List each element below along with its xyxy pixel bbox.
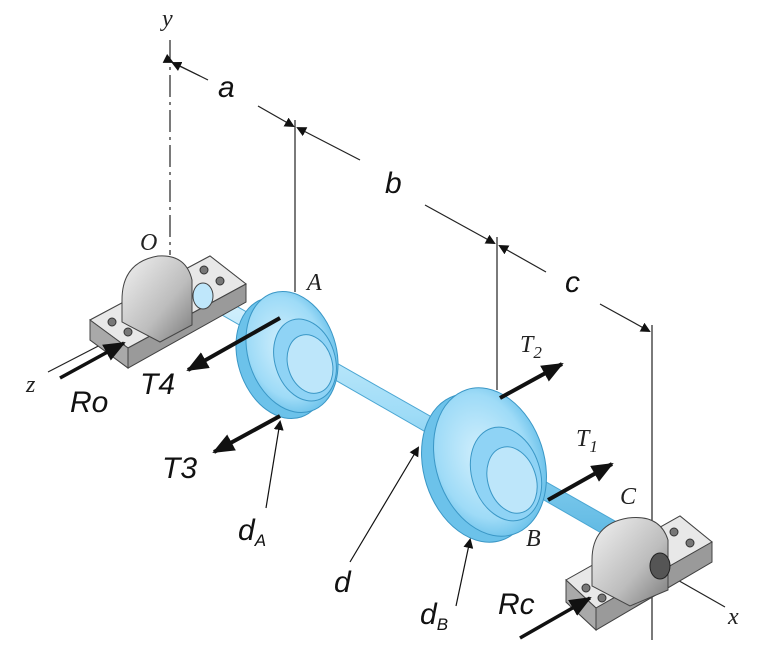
force-arrow-T1 [547, 462, 614, 502]
dim-line-a-right [257, 105, 295, 127]
pulley-A [235, 290, 339, 420]
force-arrow-T2 [499, 362, 564, 400]
force-label-T4: T4 [140, 368, 175, 401]
force-label-T3: T3 [162, 452, 197, 485]
force-arrow-T4 [186, 316, 281, 372]
diameter-label-dA: dA [238, 514, 266, 550]
dim-line-b-left [296, 127, 361, 161]
dim-label-b: b [385, 167, 402, 200]
pulley-B [421, 387, 547, 543]
dim-line-a-left-arrow [171, 61, 201, 77]
y-axis-label: y [160, 6, 173, 32]
dim-line-c-right [599, 303, 651, 332]
dim-label-a: a [218, 71, 235, 104]
point-label-C: C [620, 484, 637, 510]
leader-line-d [349, 446, 420, 563]
reaction-label-Rc: Rc [498, 588, 535, 621]
dim-label-c: c [565, 266, 580, 299]
z-axis-label: z [25, 372, 36, 398]
force-arrow-T3 [212, 414, 281, 454]
diameter-label-d: d [334, 566, 352, 599]
reaction-arrow-Ro [59, 341, 126, 380]
reaction-label-Ro: Ro [70, 386, 108, 419]
bearing-C [565, 515, 713, 632]
leader-line-dB [455, 538, 474, 607]
x-axis-label: x [727, 604, 739, 630]
diameter-label-dB: dB [420, 598, 448, 634]
force-label-T2: T2 [520, 332, 542, 362]
point-label-B: B [526, 526, 541, 552]
dim-line-c-left [498, 245, 547, 273]
leader-line-dA [265, 420, 284, 509]
point-label-O: O [140, 230, 157, 256]
point-label-A: A [305, 270, 322, 296]
reaction-arrow-Rc [519, 596, 592, 640]
force-label-T1: T1 [576, 426, 598, 456]
dim-line-b-right [424, 204, 496, 244]
